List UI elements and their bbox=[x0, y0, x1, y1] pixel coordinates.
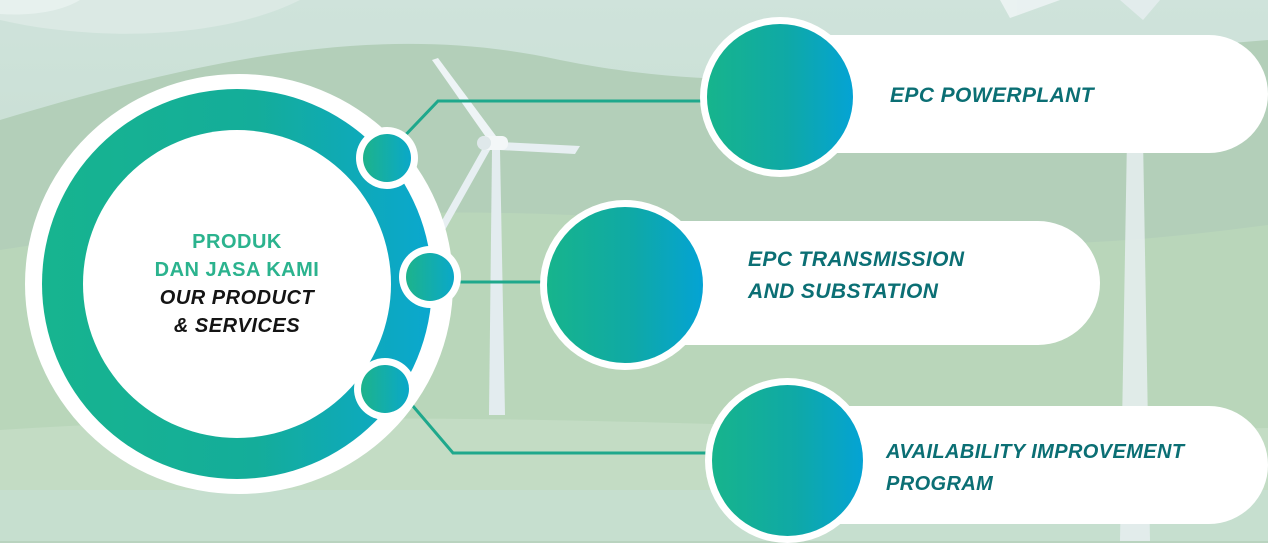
hub-center: PRODUK DAN JASA KAMI OUR PRODUCT & SERVI… bbox=[83, 130, 391, 438]
hub-node-1 bbox=[356, 127, 418, 189]
connector-line-1 bbox=[393, 99, 720, 148]
connector-line-3 bbox=[393, 384, 720, 455]
hub-node-3 bbox=[354, 358, 416, 420]
item-label-2-line-1: EPC TRANSMISSION bbox=[748, 248, 965, 271]
item-label-3-line-2: PROGRAM bbox=[886, 473, 994, 495]
item-circle-2 bbox=[540, 200, 710, 370]
item-circle-1 bbox=[700, 17, 860, 177]
hub-subtitle-line-1: OUR PRODUCT bbox=[159, 287, 315, 309]
item-label-3: AVAILABILITY IMPROVEMENT PROGRAM bbox=[886, 435, 1185, 501]
hub-title-line-1: PRODUK bbox=[192, 231, 282, 253]
item-label-2-line-2: AND SUBSTATION bbox=[748, 280, 939, 303]
item-label-1: EPC POWERPLANT bbox=[890, 76, 1094, 116]
item-circle-3 bbox=[705, 378, 870, 543]
item-label-3-line-1: AVAILABILITY IMPROVEMENT bbox=[886, 441, 1185, 463]
hub-title-line-2: DAN JASA KAMI bbox=[154, 259, 320, 281]
cloud-swoosh bbox=[0, 0, 300, 34]
hub-node-2 bbox=[399, 246, 461, 308]
item-label-1-line-1: EPC POWERPLANT bbox=[890, 84, 1094, 107]
hub-subtitle-line-2: & SERVICES bbox=[173, 315, 301, 337]
item-label-2: EPC TRANSMISSION AND SUBSTATION bbox=[748, 240, 964, 312]
